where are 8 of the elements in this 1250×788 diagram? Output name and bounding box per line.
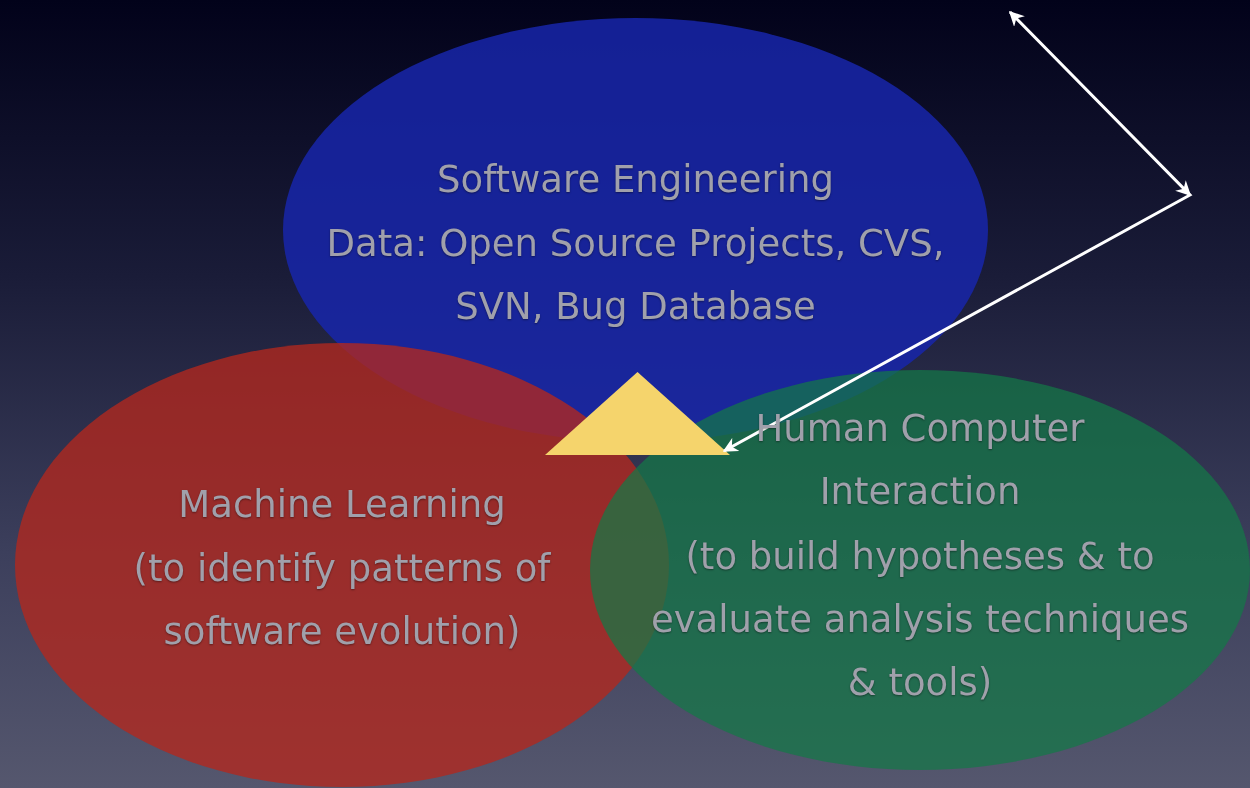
- venn-heading: Machine Learning: [177, 482, 507, 528]
- venn-heading: Software Engineering: [436, 157, 835, 203]
- venn-heading: Human Computer Interaction: [754, 406, 1086, 515]
- venn-description: (to build hypotheses & to evaluate analysis techniques & tools): [650, 534, 1190, 706]
- venn-description: Data: Open Source Projects, CVS, SVN, Bug Database: [325, 221, 946, 330]
- venn-description: (to identify patterns of software evolution): [132, 546, 552, 655]
- double-arrow: [723, 10, 1193, 453]
- triangle-marker: [545, 372, 730, 455]
